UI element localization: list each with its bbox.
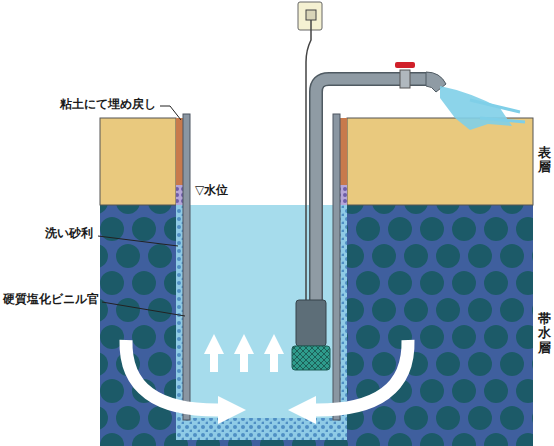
leader-line [102,302,185,316]
gravel-cap [340,185,347,205]
pvc-casing [333,114,340,420]
gravel-cap [176,185,183,205]
surface-band [347,118,533,205]
flow-arrow [312,340,408,410]
leader-line [98,236,178,246]
power-outlet [298,2,322,30]
casing-label: 硬質塩化ビニル官 [3,292,99,306]
clay-backfill [176,118,183,185]
flow-arrow [218,396,246,424]
upflow-arrows [204,334,284,372]
discharge-pipe [316,79,428,300]
water-level-label: ▽水位 [195,183,228,197]
layer-label: 帯水層 [538,312,551,355]
backfill-label: 粘土にて埋め戻し [60,97,156,111]
pvc-casing [183,114,190,420]
discharge-pipe [316,79,428,300]
clay-backfill [340,118,347,185]
gravel-bottom [183,418,340,440]
water-spray [470,100,525,122]
valve [400,70,410,88]
pump-body [296,300,326,346]
flow-arrow [288,396,316,424]
leader-line [160,106,181,120]
surface-band [100,118,176,205]
layer-label: 表層 [538,146,551,175]
valve-handle [395,62,415,68]
pump-strainer [292,346,330,370]
plug [306,10,316,20]
gravel-label: 洗い砂利 [45,226,93,240]
